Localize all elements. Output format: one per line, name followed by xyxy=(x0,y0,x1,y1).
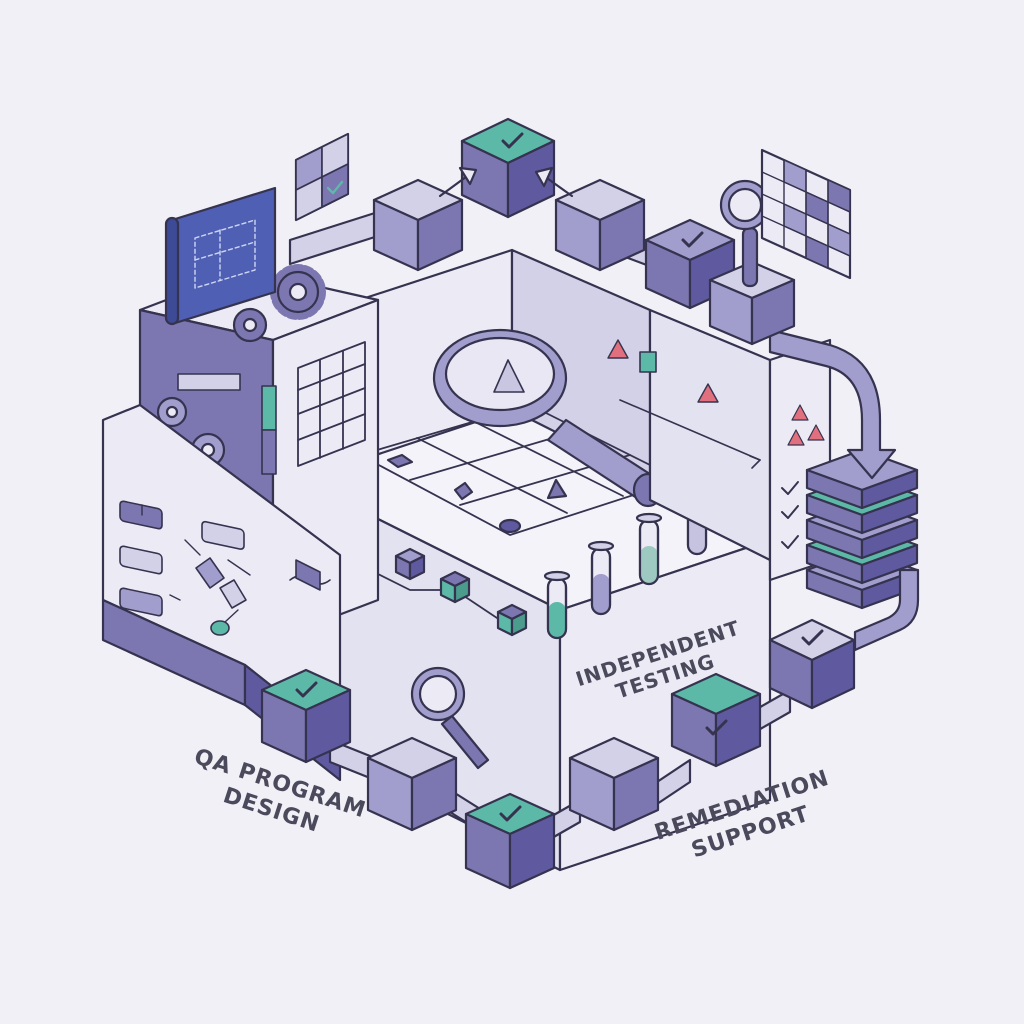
grid-table-icon xyxy=(297,341,366,467)
grid-table-icon xyxy=(294,132,350,222)
warning-triangle-icon xyxy=(607,339,629,359)
blueprint-icon xyxy=(164,186,277,326)
checklist xyxy=(781,481,799,549)
magnifier-icon xyxy=(432,328,664,508)
square-marker xyxy=(386,453,414,469)
arrow-icon xyxy=(438,166,574,198)
gear-icon xyxy=(232,307,268,343)
gear-icon xyxy=(156,396,188,428)
flowchart-panel xyxy=(101,403,342,782)
cube-marker xyxy=(453,481,474,501)
bottom-pipeline xyxy=(260,568,920,890)
top-pipeline xyxy=(288,117,852,346)
grid-table-icon xyxy=(760,148,852,280)
circle-marker xyxy=(498,518,522,534)
gear-icon xyxy=(270,264,326,320)
magnifier-icon xyxy=(410,666,490,770)
flowchart-icon xyxy=(119,500,251,636)
pyramid-marker xyxy=(546,478,568,500)
warning-triangle-icon xyxy=(697,383,719,403)
arrow-icon xyxy=(768,328,897,480)
